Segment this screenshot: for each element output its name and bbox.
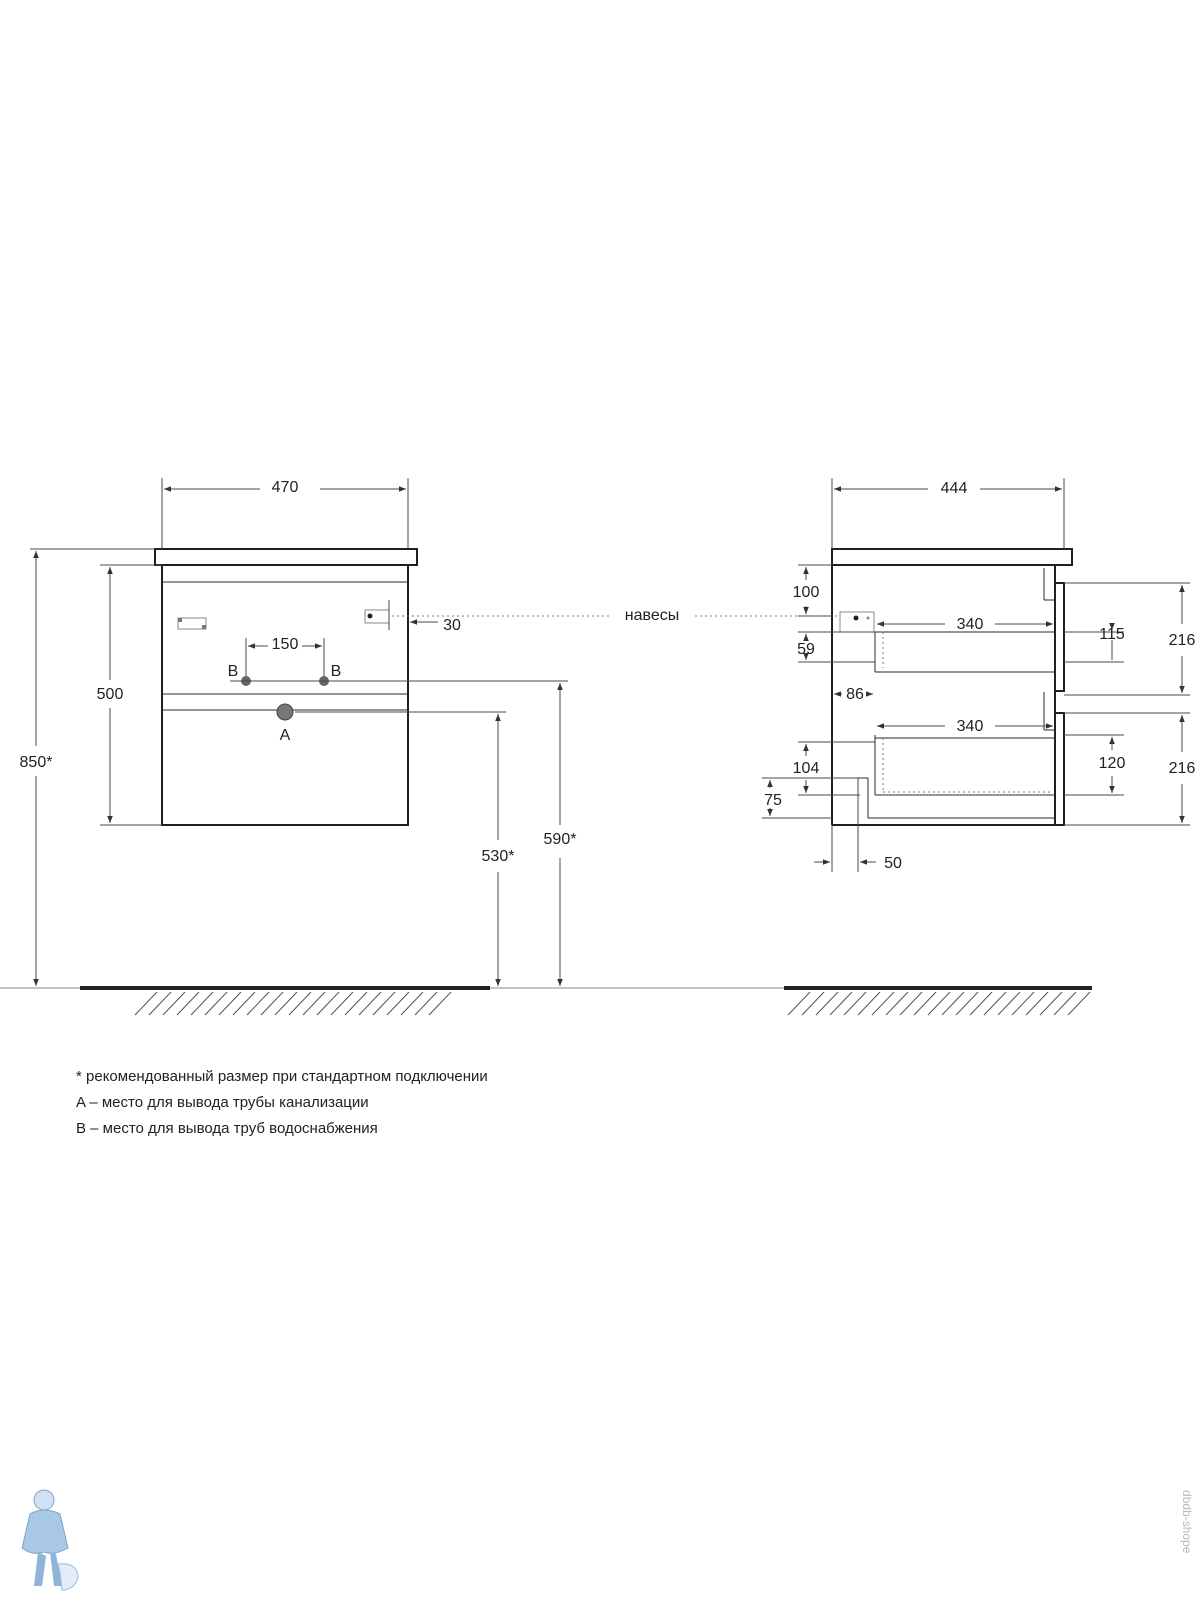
front-view	[154, 548, 418, 826]
floor-hatch	[1025, 991, 1049, 1016]
floor-hatch	[344, 991, 368, 1016]
floor-hatch	[857, 991, 881, 1016]
front-dimensions	[30, 478, 838, 986]
floor-hatch	[913, 991, 937, 1016]
floor-hatch	[316, 991, 340, 1016]
lower-drawer-inner-label: 120	[1099, 755, 1126, 772]
drain-a-label: A	[280, 727, 291, 744]
plumber-logo	[21, 1489, 79, 1591]
floor-hatch	[955, 991, 979, 1016]
floor-hatch	[162, 991, 186, 1016]
notes: * рекомендованный размер при стандартном…	[76, 1064, 488, 1142]
floor-hatch	[787, 991, 811, 1016]
back-offset-label: 86	[846, 686, 864, 703]
drain-height-label: 530*	[482, 848, 515, 865]
cabinet-front	[161, 564, 409, 826]
floor-hatch	[1039, 991, 1063, 1016]
lower-drawer-height-label: 216	[1169, 760, 1196, 777]
floor-hatch	[1011, 991, 1035, 1016]
floor-hatch	[969, 991, 993, 1016]
supply-b-left-label: B	[228, 663, 239, 680]
floor-hatch	[801, 991, 825, 1016]
floor-hatch	[358, 991, 382, 1016]
upper-drawer-inner-label: 115	[1099, 626, 1125, 643]
note-recommended: * рекомендованный размер при стандартном…	[76, 1068, 488, 1085]
floor-hatch	[134, 991, 158, 1016]
left-bracket	[177, 617, 207, 630]
supply-b-right-label: B	[331, 663, 342, 680]
side-dimensions	[762, 478, 1190, 872]
floor-hatch	[1067, 991, 1091, 1016]
floor-hatch	[232, 991, 256, 1016]
hinge-bracket-hole	[367, 613, 373, 619]
floor-hatch	[302, 991, 326, 1016]
lower-drawer-gap-label: 104	[793, 760, 820, 777]
floor-hatch	[428, 991, 452, 1016]
floor-hatch	[871, 991, 895, 1016]
floor-hatch	[218, 991, 242, 1016]
floor-hatch	[148, 991, 172, 1016]
floor-hatch	[260, 991, 284, 1016]
left-bracket-pin2	[202, 625, 206, 629]
floor-hatch	[927, 991, 951, 1016]
floor-hatch	[843, 991, 867, 1016]
floor-hatch	[372, 991, 396, 1016]
side-view	[831, 548, 1073, 826]
floor-hatch	[400, 991, 424, 1016]
hinge-offset-label: 30	[443, 617, 461, 634]
supply-height-label: 590*	[544, 831, 577, 848]
upper-drawer-depth-label: 340	[957, 616, 984, 633]
front-total-height-label: 850*	[20, 754, 53, 771]
floor-hatch	[246, 991, 270, 1016]
hinge-callout: навесы	[625, 607, 679, 624]
floor-hatch	[176, 991, 200, 1016]
countertop-side	[831, 548, 1073, 566]
floor-hatch	[330, 991, 354, 1016]
floor-hatch	[414, 991, 438, 1016]
floor-hatch	[941, 991, 965, 1016]
watermark: dbdb-shope	[1180, 1490, 1194, 1554]
upper-drawer-gap-label: 59	[797, 641, 815, 658]
floor-hatch	[983, 991, 1007, 1016]
front-cabinet-height-label: 500	[97, 686, 124, 703]
floor-hatch	[190, 991, 214, 1016]
supply-spacing-label: 150	[272, 636, 299, 653]
floor-hatch	[274, 991, 298, 1016]
floor-hatch	[815, 991, 839, 1016]
dimension-labels: 470 500 850* 150 30 B B A 530* 590* наве…	[20, 479, 1196, 872]
floor-hatch	[885, 991, 909, 1016]
floor-hatch	[204, 991, 228, 1016]
floor-hatch	[829, 991, 853, 1016]
plinth-depth-label: 50	[884, 855, 902, 872]
front-width-label: 470	[272, 479, 299, 496]
note-drain: A – место для вывода трубы канализации	[76, 1094, 369, 1111]
plinth-height-label: 75	[764, 792, 782, 809]
floor-hatch	[1053, 991, 1077, 1016]
floor-hatch	[386, 991, 410, 1016]
lower-drawer-depth-label: 340	[957, 718, 984, 735]
upper-drawer-height-label: 216	[1169, 632, 1196, 649]
lower-drawer-front	[1054, 712, 1065, 826]
side-top-offset-label: 100	[793, 584, 820, 601]
floor-hatch	[899, 991, 923, 1016]
upper-drawer-front	[1054, 582, 1065, 692]
floor-hatch	[288, 991, 312, 1016]
hinge-bracket-side	[839, 611, 875, 633]
floor-hatch	[997, 991, 1021, 1016]
left-bracket-pin	[178, 618, 182, 622]
floor	[0, 986, 1092, 1016]
drain-point	[276, 703, 294, 721]
side-depth-label: 444	[941, 480, 968, 497]
countertop-front	[154, 548, 418, 566]
note-supply: B – место для вывода труб водоснабжения	[76, 1120, 378, 1137]
